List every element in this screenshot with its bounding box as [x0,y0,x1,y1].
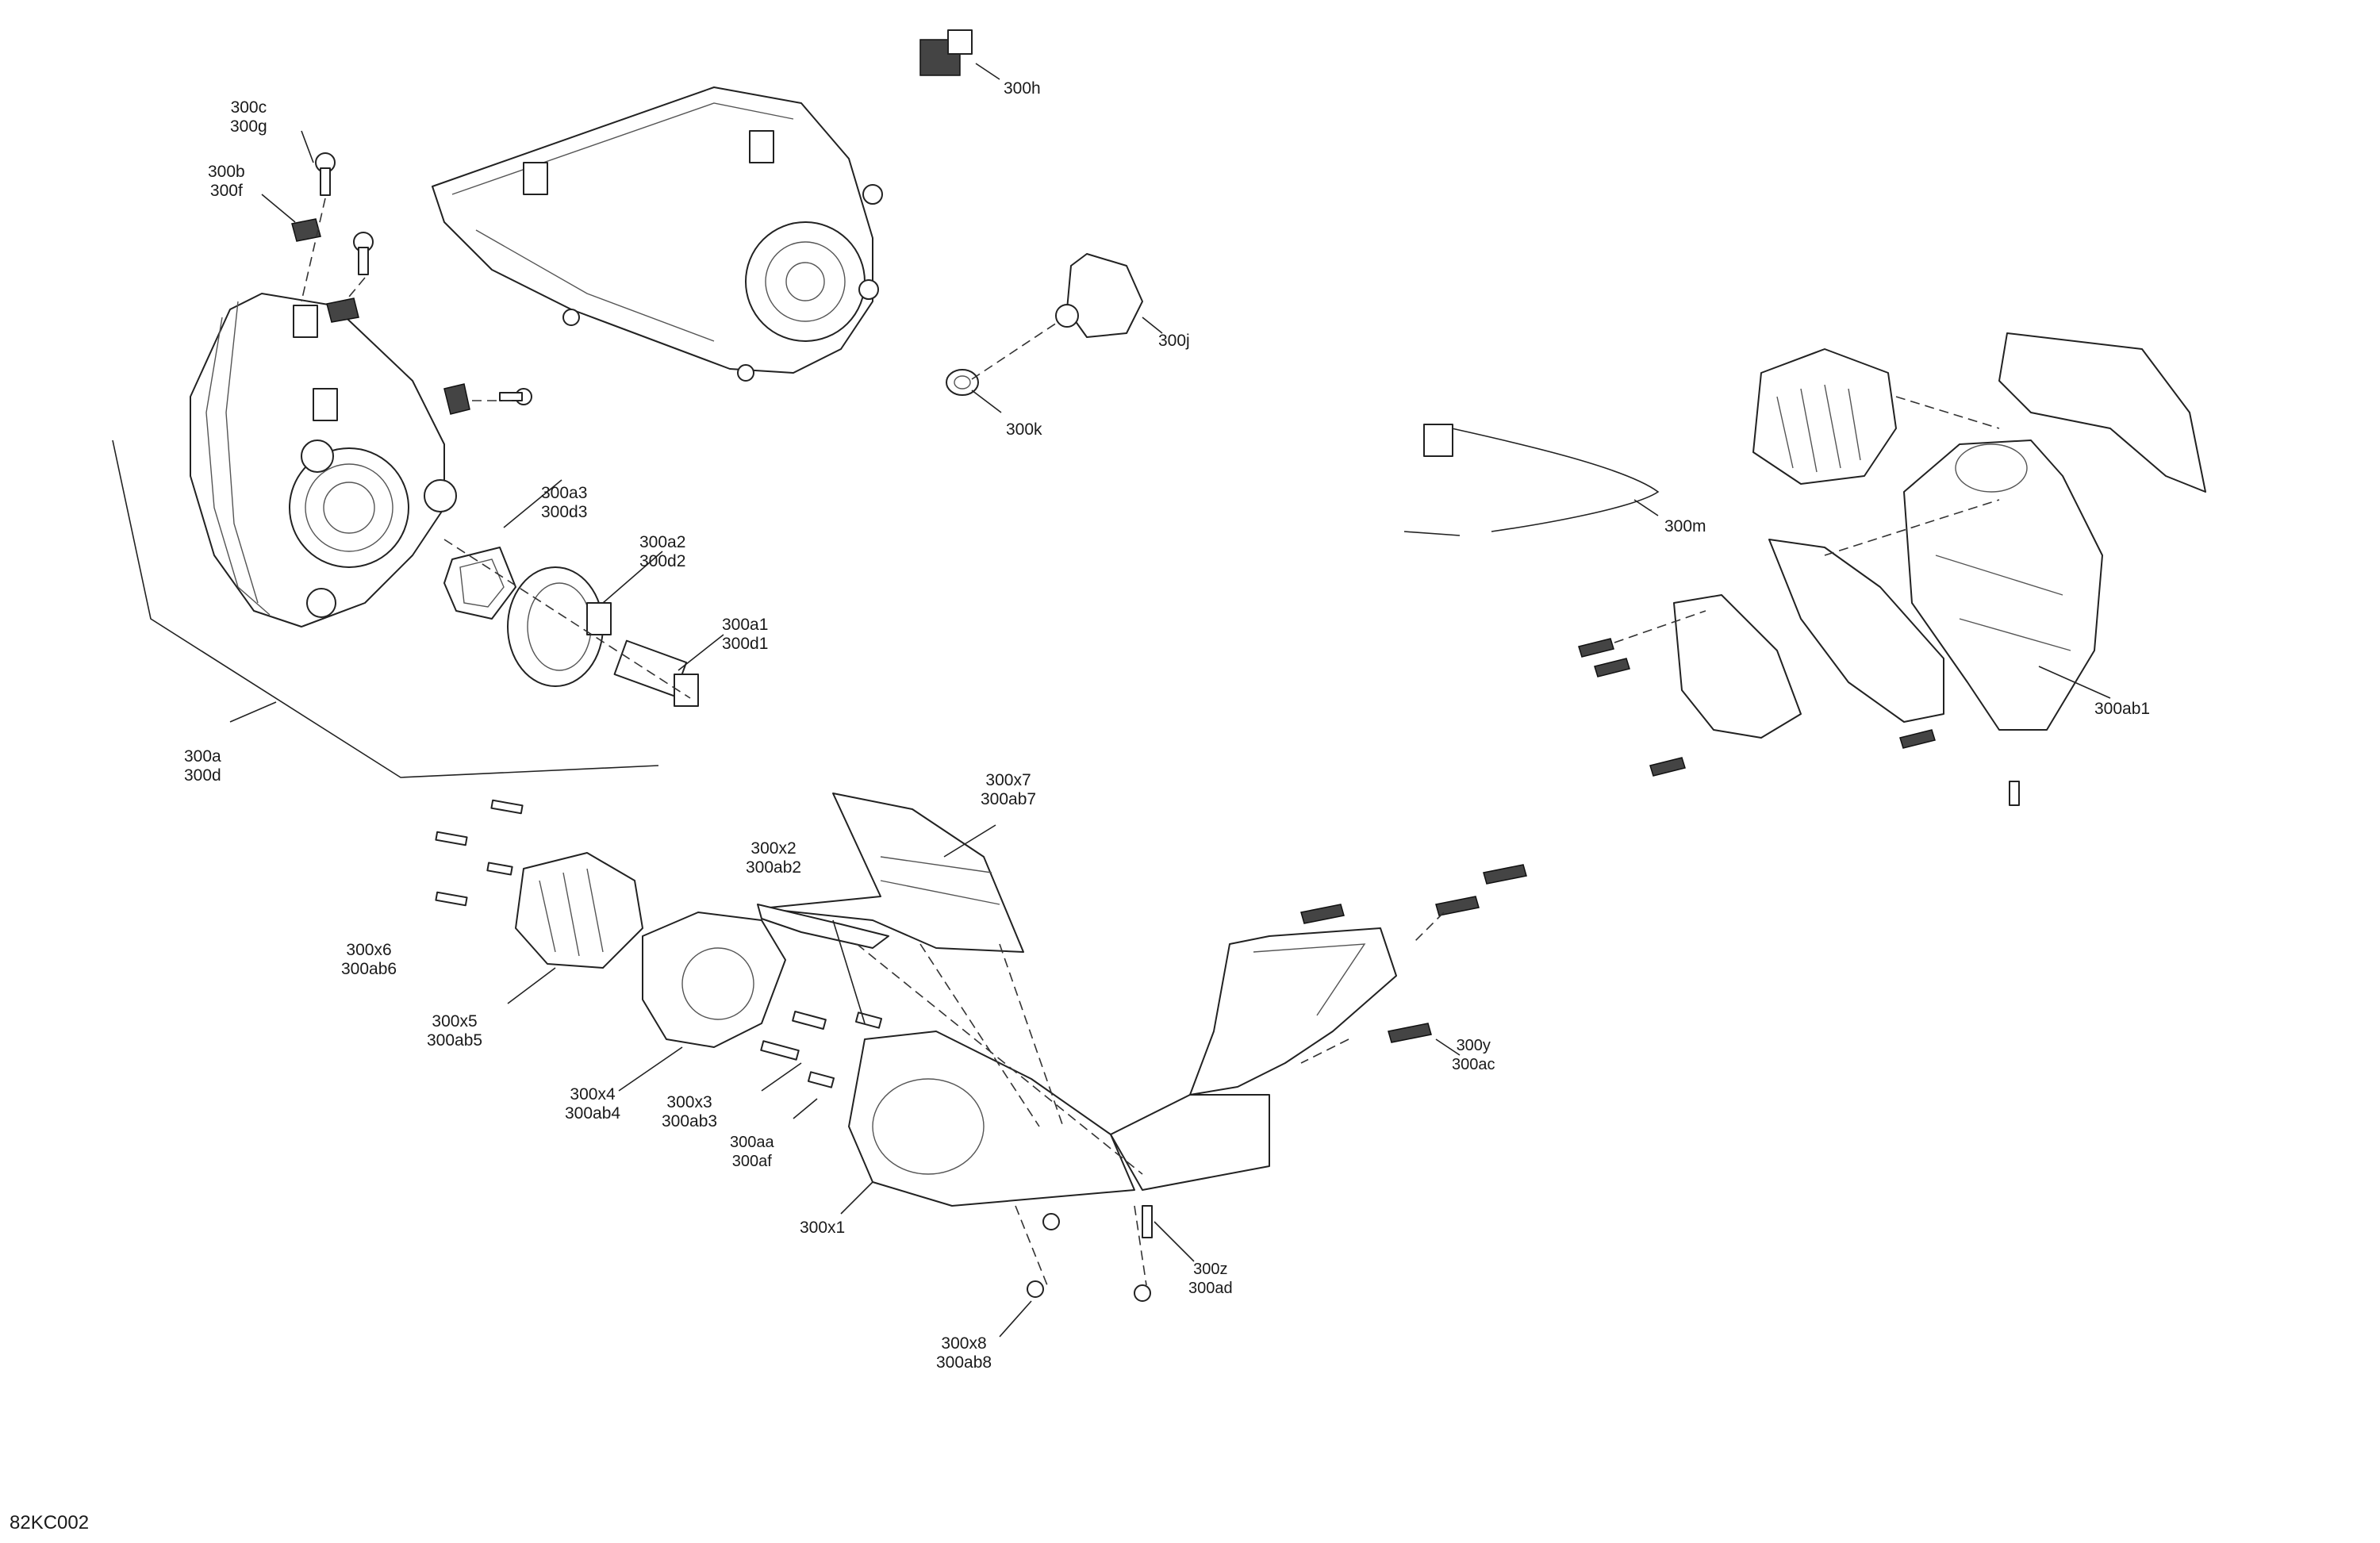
bulb-cap-300a2 [507,566,612,687]
bezel-300ab1 [1903,439,2103,731]
label-line: 300aa [730,1134,774,1151]
retaining-ring-300a3 [443,547,516,620]
label-300z-300ad: 300z 300ad [1188,1260,1233,1298]
label-line: 300a1 [722,616,769,634]
label-line: 300x2 [750,839,797,858]
label-300y-300ac: 300y 300ac [1452,1036,1495,1074]
label-line: 300ab4 [565,1104,621,1123]
label-line: 300k [1006,420,1042,439]
label-line: 300ab8 [936,1353,992,1372]
led-module-300ab1 [1752,348,1897,485]
label-line: 300x7 [985,771,1031,789]
housing-300x4 [642,912,786,1048]
lens-300ab1 [1998,332,2206,493]
label-line: 300a [184,747,221,766]
label-300h: 300h [1004,79,1041,98]
label-line: 300g [230,117,267,136]
label-line: 300x6 [346,941,392,959]
label-line: 300af [731,1153,772,1170]
label-line: 300d2 [639,552,686,570]
bulb-300j [1055,253,1143,338]
label-line: 300d3 [541,503,588,521]
label-300ab1: 300ab1 [2094,700,2150,719]
label-line: 300x5 [432,1012,478,1031]
screws-300x6 [435,799,524,907]
label-300m: 300m [1664,517,1706,536]
label-line: 300z [1193,1261,1228,1278]
screw-300c [315,152,336,196]
ring-300k [946,369,979,396]
label-300x1: 300x1 [800,1219,845,1238]
label-line: 300x8 [941,1334,987,1353]
bracket-300ab1 [1673,539,1944,739]
bulb-300a1 [613,639,699,707]
main-housing-300x1 [848,1031,1270,1207]
led-module-300x5 [515,852,643,969]
label-line: 300x1 [800,1219,846,1237]
label-line: 300ab3 [662,1112,718,1130]
label-line: 300ab2 [746,858,802,877]
lens-strip-300x2 [757,904,889,949]
clip-300b [291,218,359,323]
label-line: 300f [209,182,243,200]
label-line: 300ac [1452,1056,1495,1073]
label-line: 300d1 [722,635,769,653]
label-line: 300ab7 [981,790,1037,808]
label-line: 300b [208,163,245,181]
label-300k: 300k [1006,420,1042,439]
lens-300x7 [761,793,1024,953]
label-line: 300c [230,98,267,117]
headlamp-housing-front [190,293,457,628]
screws-300ab1 [1578,638,2020,806]
label-line: 300m [1664,517,1706,535]
label-line: 300d [184,766,221,785]
screws-300y [1300,864,1527,1043]
label-line: 300x4 [570,1085,616,1104]
screws-300x8 [1027,1205,1153,1302]
headlamp-housing-rear [432,86,883,382]
label-line: 300ab5 [427,1031,483,1050]
label-line: 300ab6 [341,960,397,978]
wire-harness-300m [1403,424,1660,536]
label-line: 300a3 [541,484,588,502]
clip-300b-side [443,383,532,415]
label-line: 300x3 [666,1093,712,1111]
bulb-300h [919,29,973,76]
label-line: 300ab1 [2094,700,2151,718]
diagram-reference-code: 82KC002 [10,1512,90,1533]
mounting-bracket-300y [1189,927,1397,1096]
label-300aa-300af: 300aa 300af [730,1133,774,1171]
label-line: 300a2 [639,533,686,551]
label-line: 300j [1158,332,1190,350]
label-300j: 300j [1158,332,1190,351]
label-line: 300ad [1188,1280,1233,1297]
label-line: 300y [1456,1037,1491,1054]
screw-300c-second [353,232,374,275]
label-line: 300h [1004,79,1041,98]
